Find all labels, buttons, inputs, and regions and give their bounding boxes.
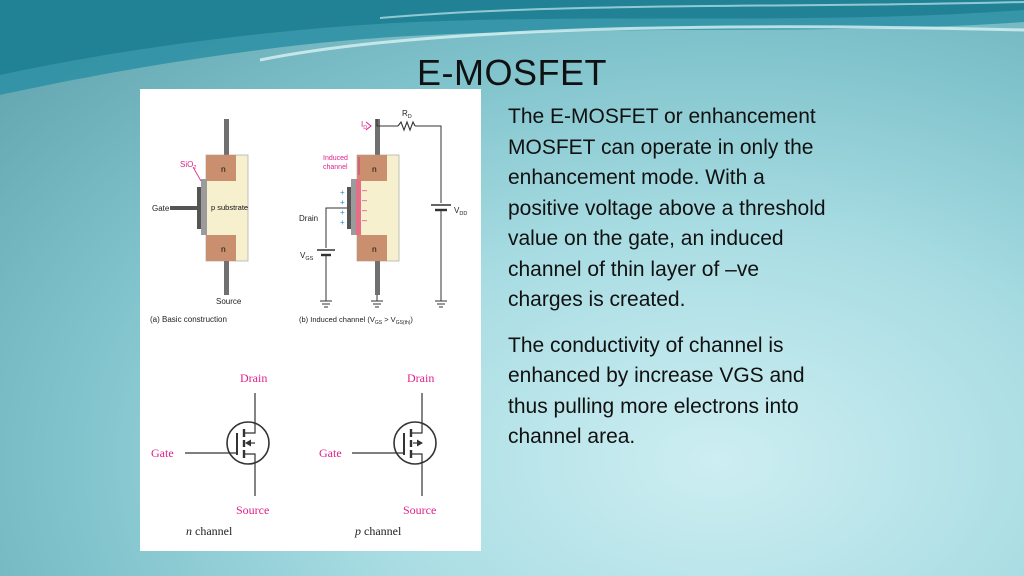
paragraph-conductivity: The conductivity of channel is enhanced … (508, 333, 805, 449)
gate-metal-b (347, 187, 351, 229)
mosfet-figure-panel: SiO2 Gate n p substrate n Source (a) Bas… (140, 89, 481, 551)
sio2-pointer (192, 166, 202, 182)
background-swoosh (0, 0, 1024, 95)
gate-label-a: Gate (152, 204, 170, 213)
n-bottom-label-b: n (372, 244, 377, 254)
id-label: ID (361, 120, 367, 131)
n-region-top-a (206, 155, 236, 181)
oxide-layer-b (351, 179, 356, 235)
induced-label-line2: channel (323, 164, 348, 171)
p-source-label: Source (403, 503, 436, 517)
n-region-top-b (357, 155, 387, 181)
p-channel-symbol: Drain Gate Source p channel (319, 371, 437, 538)
figure-a-basic-construction: SiO2 Gate n p substrate n Source (a) Bas… (150, 119, 249, 324)
caption-b: (b) Induced channel (VGS > VGS(th)) (299, 315, 413, 326)
oxide-layer-a (201, 179, 207, 235)
svg-text:+: + (340, 188, 345, 197)
positive-charges: ++ ++ (340, 188, 345, 227)
p-symbol-circle (393, 421, 437, 465)
drain-lead-b (375, 119, 380, 155)
source-label-a: Source (216, 297, 242, 306)
n-source-wire (244, 453, 256, 496)
n-drain-wire (244, 393, 256, 434)
n-bottom-label-a: n (221, 244, 226, 254)
n-arrow-head (245, 439, 251, 447)
n-channel-symbol: Drain Gate Source n channel (151, 371, 270, 538)
drain-wire (376, 119, 398, 127)
n-symbol-circle (226, 421, 270, 465)
p-gate-label: Gate (319, 446, 342, 460)
caption-a: (a) Basic construction (150, 315, 227, 324)
source-lead-b (375, 261, 380, 295)
n-channel-caption: n channel (186, 524, 233, 538)
vdd-wire-top (415, 125, 442, 203)
description-text: The E-MOSFET or enhancement MOSFET can o… (508, 102, 838, 468)
svg-text:–: – (362, 185, 367, 195)
rd-label: RD (402, 109, 412, 120)
n-top-label-b: n (372, 164, 377, 174)
vdd-label: VDD (454, 206, 467, 217)
p-arrow-head (417, 439, 423, 447)
p-channel-caption: p channel (354, 524, 402, 538)
p-source-wire (411, 453, 423, 496)
vgs-label: VGS (300, 251, 314, 262)
id-arrow (365, 121, 372, 131)
resistor-rd (397, 120, 416, 132)
n-drain-label: Drain (240, 371, 267, 385)
paragraph-enhancement-mode: The E-MOSFET or enhancement MOSFET can o… (508, 105, 826, 311)
p-drain-wire (411, 393, 423, 434)
drain-label-b: Drain (299, 214, 318, 223)
svg-text:+: + (340, 218, 345, 227)
n-region-bottom-a (206, 235, 236, 261)
slide-title: E-MOSFET (417, 52, 607, 93)
svg-text:+: + (340, 208, 345, 217)
p-drain-label: Drain (407, 371, 434, 385)
negative-charges: –– –– (362, 185, 367, 225)
source-lead-a (224, 261, 229, 295)
svg-text:–: – (362, 215, 367, 225)
gate-wire (325, 207, 347, 248)
mosfet-figure: SiO2 Gate n p substrate n Source (a) Bas… (150, 109, 467, 538)
substrate-label-a: p substrate (211, 203, 248, 212)
gate-lead-a (170, 206, 197, 210)
n-top-label-a: n (221, 164, 226, 174)
n-source-label: Source (236, 503, 269, 517)
figure-b-induced-channel: ++ ++ –– –– (299, 109, 467, 326)
n-region-bottom-b (357, 235, 387, 261)
ground-symbols (320, 295, 447, 308)
sio2-label: SiO2 (180, 160, 196, 171)
induced-channel-b (356, 179, 361, 235)
svg-text:–: – (362, 195, 367, 205)
svg-text:–: – (362, 205, 367, 215)
n-gate-label: Gate (151, 446, 174, 460)
drain-lead-a (224, 119, 229, 155)
gate-metal-a (197, 187, 201, 229)
svg-text:+: + (340, 198, 345, 207)
induced-label-line1: Induced (323, 155, 348, 162)
